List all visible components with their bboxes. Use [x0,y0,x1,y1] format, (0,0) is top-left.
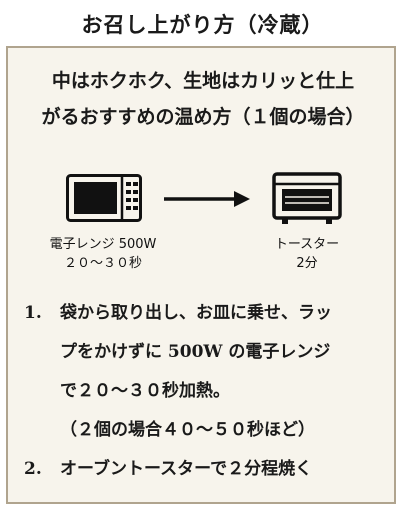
toaster-caption: トースター 2分 [252,235,362,273]
step-item: 1. 袋から取り出し、お皿に乗せ、ラッ プをかけずに 500W の電子レンジ で… [24,294,390,450]
step-line: プをかけずに 500W の電子レンジ [60,342,331,362]
step-item: 2. オーブントースターで２分程焼く [24,450,390,489]
intro-text: 中はホクホク、生地はカリッと仕上 がるおすすめの温め方（１個の場合） [8,63,398,135]
intro-line: がるおすすめの温め方（１個の場合） [41,106,365,128]
instructions-panel: 中はホクホク、生地はカリッと仕上 がるおすすめの温め方（１個の場合） 電子レンジ… [6,46,396,504]
step-text: 袋から取り出し、お皿に乗せ、ラッ プをかけずに 500W の電子レンジ で２０〜… [60,294,390,450]
steps-list: 1. 袋から取り出し、お皿に乗せ、ラッ プをかけずに 500W の電子レンジ で… [24,294,390,489]
microwave-caption: 電子レンジ 500W ２０〜３０秒 [28,235,178,273]
microwave-setting: 電子レンジ 500W [49,237,157,252]
step-line: で２０〜３０秒加熱。 [60,381,230,401]
step-line: （２個の場合４０〜５０秒ほど） [60,420,315,440]
intro-line: 中はホクホク、生地はカリッと仕上 [51,70,355,92]
microwave-icon [66,174,142,222]
page-title: お召し上がり方（冷蔵） [81,12,324,37]
step-text: オーブントースターで２分程焼く [60,450,390,489]
step-line: オーブントースターで２分程焼く [60,459,313,479]
step-number: 1. [24,303,42,323]
toaster-label: トースター [274,237,340,252]
step-line: 袋から取り出し、お皿に乗せ、ラッ [60,303,332,323]
toaster-oven-icon [272,172,342,224]
toaster-time: 2分 [296,256,318,271]
arrow-right-icon [164,191,250,207]
step-number: 2. [24,459,42,479]
microwave-time: ２０〜３０秒 [63,256,142,271]
